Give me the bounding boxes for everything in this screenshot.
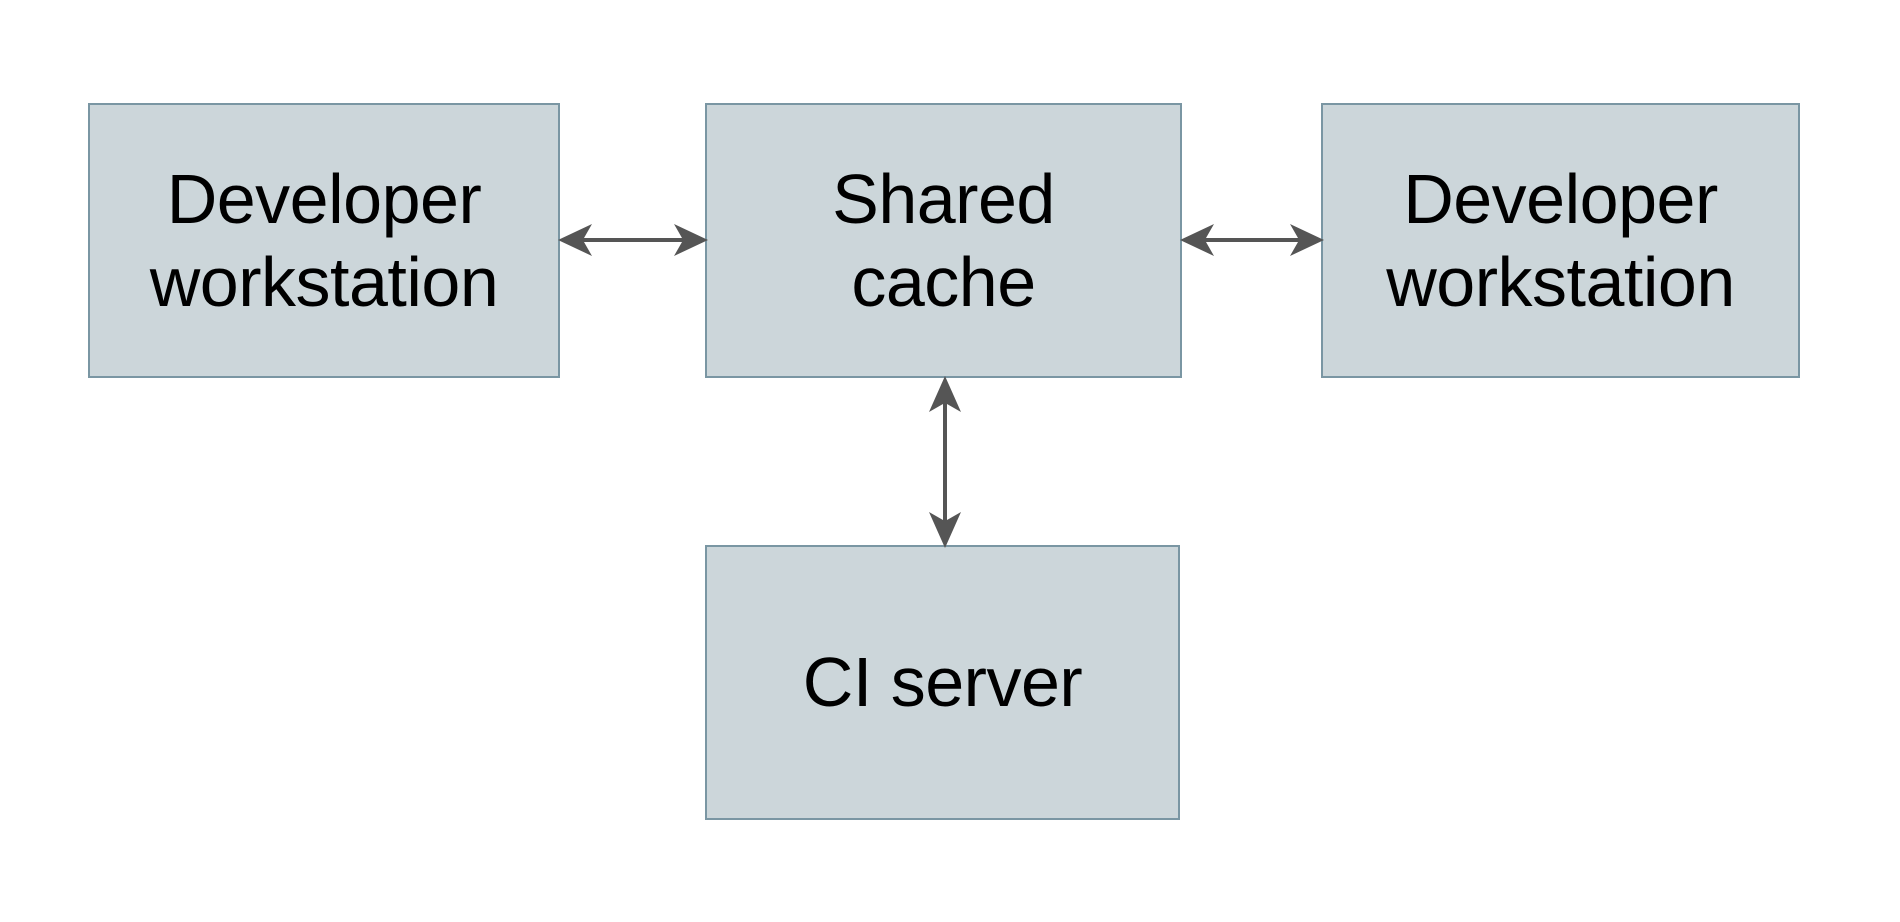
node-developer-workstation-right[interactable]: Developer workstation xyxy=(1321,103,1800,378)
edge-dev-left-to-shared-cache xyxy=(558,216,708,264)
edge-shared-cache-to-dev-right xyxy=(1180,216,1324,264)
node-label: Developer workstation xyxy=(1386,159,1735,321)
node-ci-server[interactable]: CI server xyxy=(705,545,1180,820)
double-headed-arrow-icon xyxy=(1180,224,1324,256)
node-label: Shared cache xyxy=(832,159,1055,321)
node-label: CI server xyxy=(802,643,1083,722)
double-headed-arrow-icon xyxy=(558,224,708,256)
node-label: Developer workstation xyxy=(149,159,499,321)
node-developer-workstation-left[interactable]: Developer workstation xyxy=(88,103,560,378)
node-shared-cache[interactable]: Shared cache xyxy=(705,103,1182,378)
double-headed-arrow-icon-vertical xyxy=(929,376,961,548)
edge-shared-cache-to-ci-server xyxy=(921,376,969,548)
